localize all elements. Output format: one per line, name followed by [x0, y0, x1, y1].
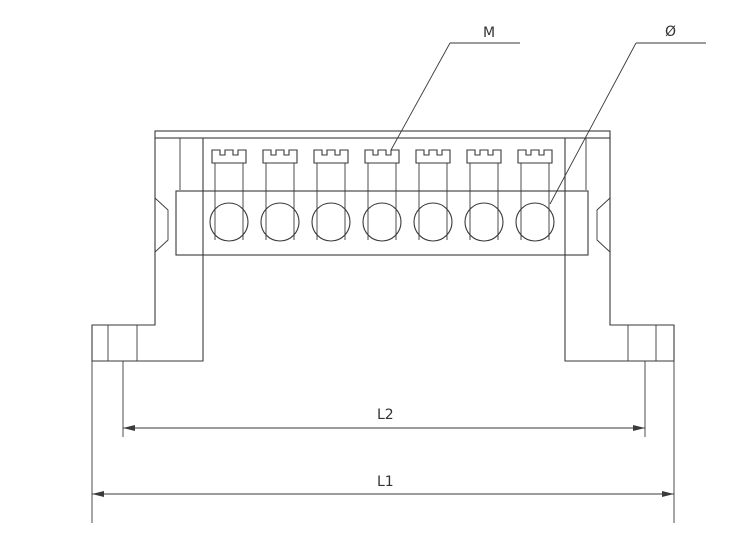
screw-head [466, 149, 502, 164]
hole-label: Ø [665, 24, 676, 40]
screw-shaft [265, 163, 295, 240]
wire-hole [260, 202, 300, 242]
screw-head [364, 149, 400, 164]
terminal [464, 149, 504, 242]
wire-hole [464, 202, 504, 242]
screw-head [517, 149, 553, 164]
screw-head [313, 149, 349, 164]
screw-label: M [483, 25, 495, 41]
screw-shaft [520, 163, 550, 240]
wire-hole [362, 202, 402, 242]
conductor-bar [175, 190, 589, 256]
side-clips [154, 197, 611, 253]
dimension-l1 [91, 361, 675, 523]
screw-head [415, 149, 451, 164]
wire-hole [413, 202, 453, 242]
screw-shaft [469, 163, 499, 240]
leader-lines [390, 42, 706, 205]
screw-head [262, 149, 298, 164]
terminal [413, 149, 453, 242]
overall-length-label: L1 [377, 474, 394, 490]
screw-shaft [214, 163, 244, 240]
terminal [311, 149, 351, 242]
wire-hole [311, 202, 351, 242]
terminal [209, 149, 249, 242]
screw-head [211, 149, 247, 164]
terminal [260, 149, 300, 242]
wire-hole [209, 202, 249, 242]
inner-length-label: L2 [377, 407, 394, 423]
terminal [362, 149, 402, 242]
housing-outline [91, 130, 675, 362]
screw-shaft [316, 163, 346, 240]
dimension-l2 [122, 361, 646, 437]
screw-shaft [418, 163, 448, 240]
wire-hole [515, 202, 555, 242]
terminal-group [209, 149, 555, 242]
terminal [515, 149, 555, 242]
screw-shaft [367, 163, 397, 240]
